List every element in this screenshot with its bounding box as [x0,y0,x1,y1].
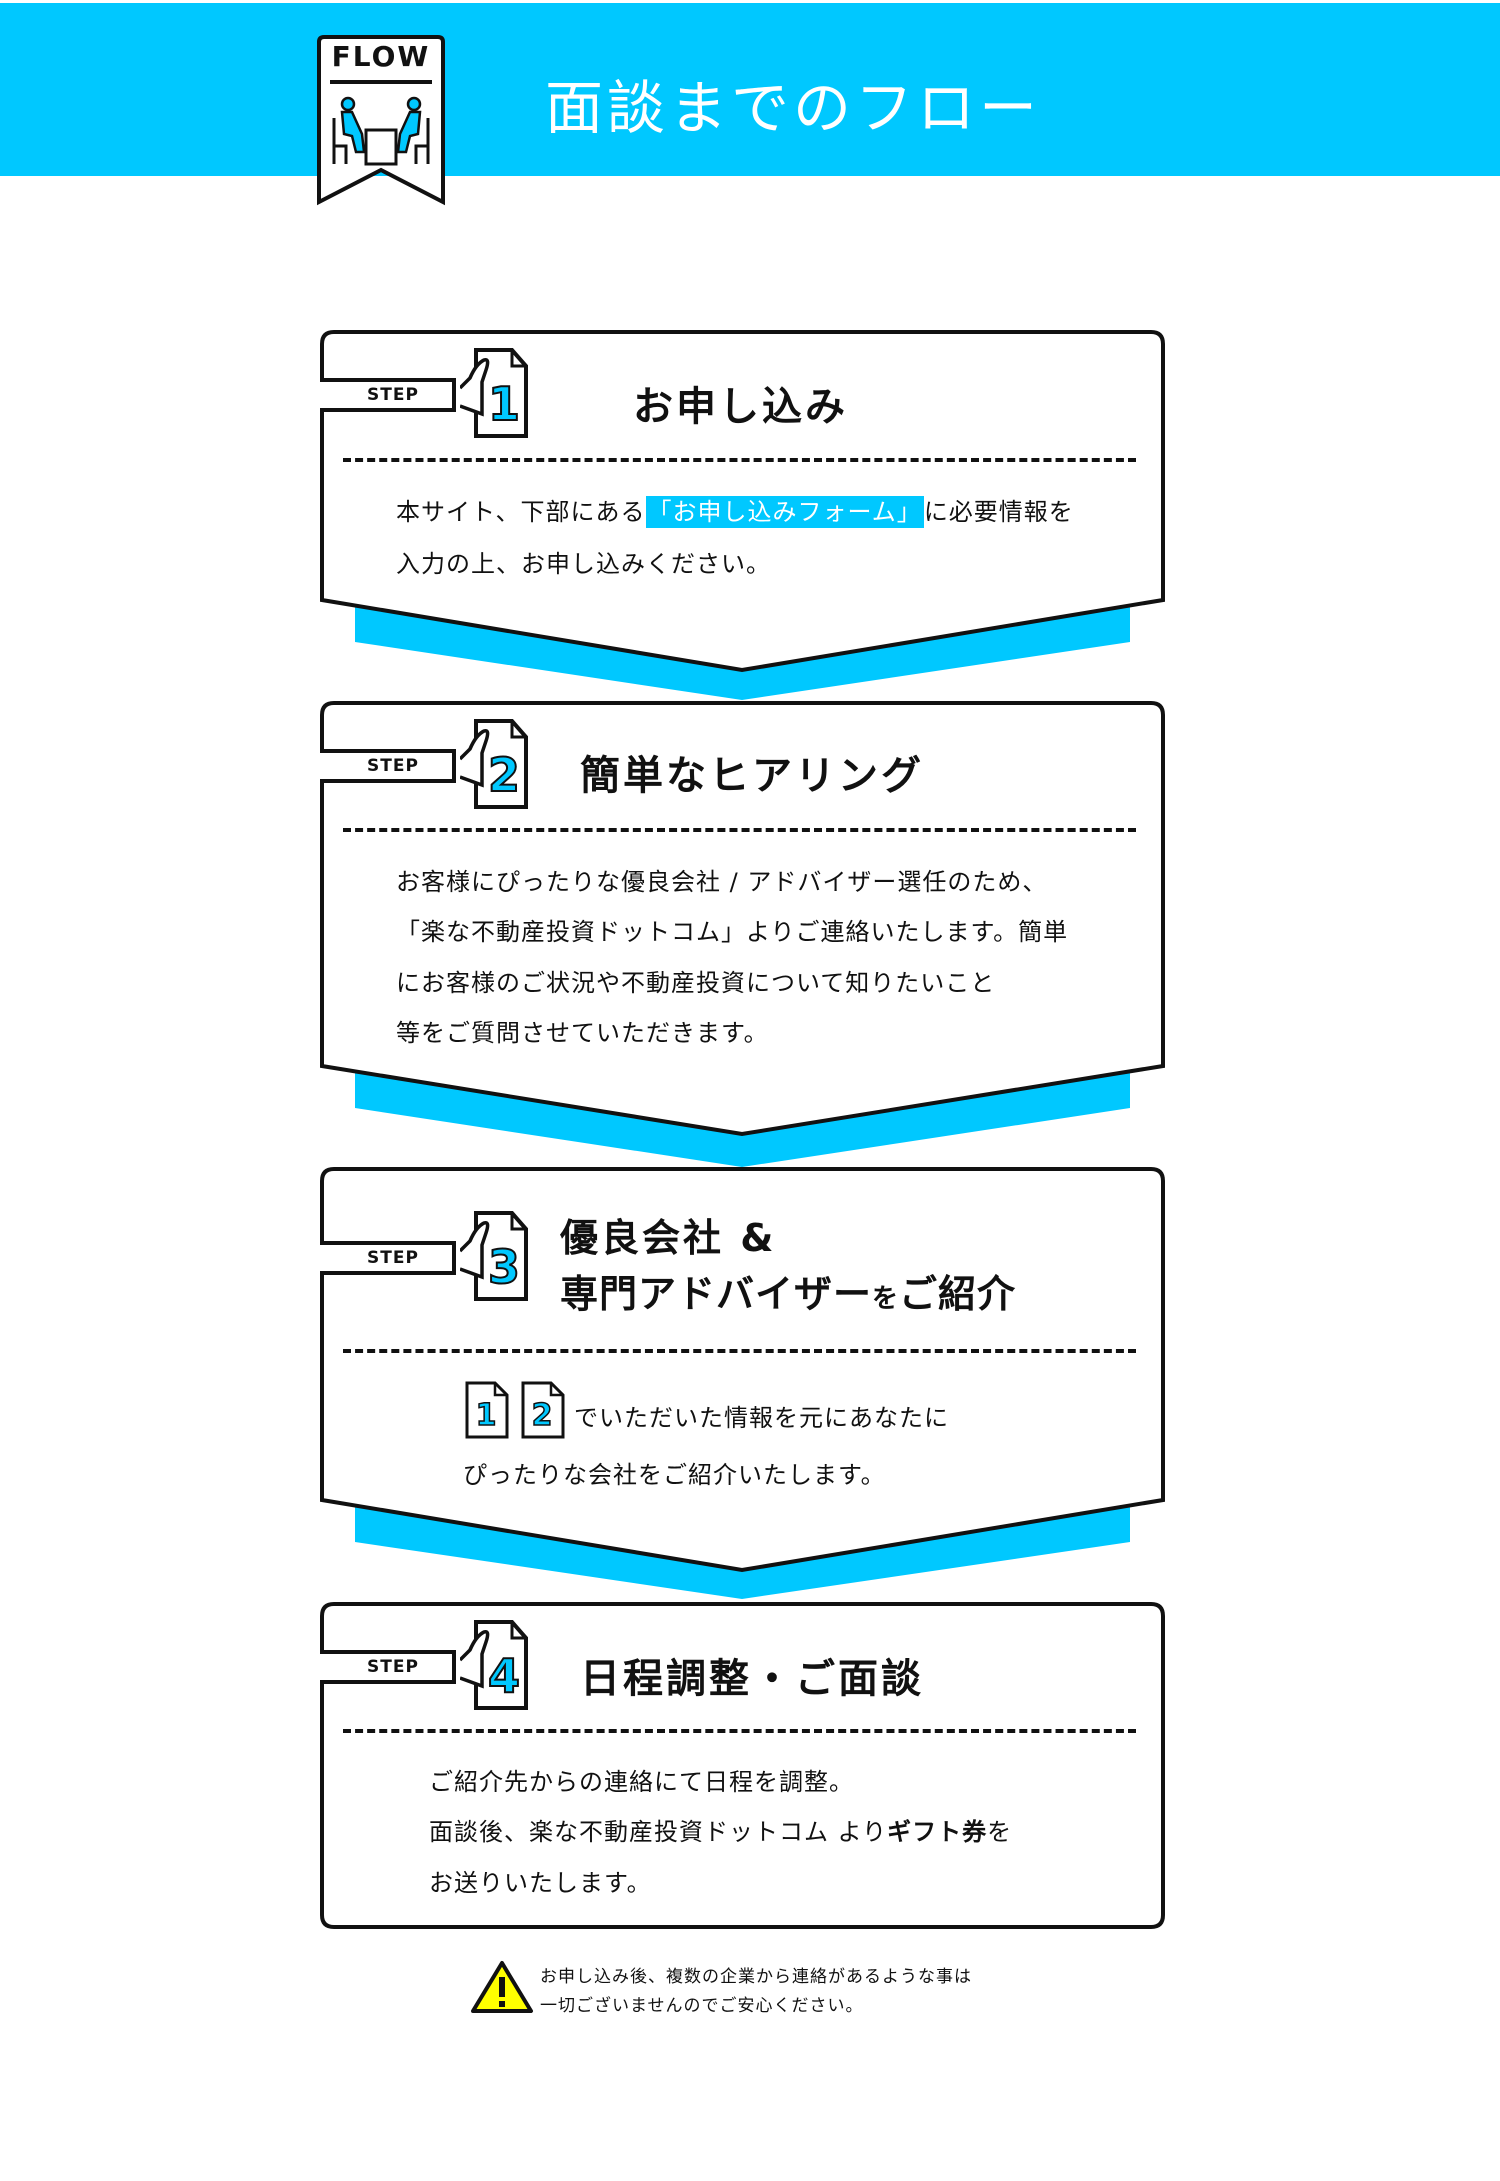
step-text: 本サイト、下部にある「お申し込みフォーム」に必要情報を [396,496,1074,528]
divider [343,1729,1136,1733]
step-2-document-icon: 2 [521,1381,565,1439]
step-1-document-icon: 1 [465,1381,509,1439]
step-text: にお客様のご状況や不動産投資について知りたいこと [396,969,996,997]
step-text: お送りいたします。 [429,1869,652,1897]
step-text: 面談後、楽な不動産投資ドットコム よりギフト券を [429,1818,1013,1846]
document-hand-icon: 2 [460,719,528,809]
page-title: 面談までのフロー [545,74,1042,142]
flow-badge-label: FLOW [331,40,431,73]
notice-text: お申し込み後、複数の企業から連絡があるような事は [540,1967,972,1987]
step-label: STEP [320,1650,456,1684]
notice-text: 一切ございませんのでご安心ください。 [540,1996,864,2016]
form-link[interactable]: 「お申し込みフォーム」 [645,496,924,528]
step-text: お客様にぴったりな優良会社 / アドバイザー選任のため、 [396,868,1048,896]
flow-badge: FLOW [316,34,446,208]
document-hand-icon: 3 [460,1211,528,1301]
divider [343,1349,1136,1353]
step-text: 入力の上、お申し込みください。 [396,550,771,578]
divider [343,458,1136,462]
svg-text:2: 2 [488,748,520,802]
meeting-icon [332,96,430,166]
svg-text:4: 4 [488,1649,520,1703]
step-title-line-1: 優良会社 & [560,1216,777,1260]
step-title: 簡単なヒアリング [580,753,924,799]
step-label: STEP [320,1241,456,1275]
step-title: 日程調整・ご面談 [580,1656,924,1702]
svg-text:3: 3 [488,1240,520,1294]
step-title: お申し込み [633,384,848,430]
step-text: ぴったりな会社をご紹介いたします。 [463,1461,886,1489]
step-label: STEP [320,378,456,412]
step-text: でいただいた情報を元にあなたに [574,1404,949,1432]
step-text: 等をご質問させていただきます。 [396,1019,769,1047]
svg-text:1: 1 [488,377,520,431]
warning-icon [471,1961,533,2013]
step-text: ご紹介先からの連絡にて日程を調整。 [429,1768,854,1796]
step-title-line-2: 専門アドバイザーをご紹介 [560,1272,1017,1316]
svg-text:1: 1 [476,1398,497,1433]
divider [343,828,1136,832]
step-text: 「楽な不動産投資ドットコム」よりご連絡いたします。簡単 [396,918,1069,946]
step-label: STEP [320,749,456,783]
svg-text:2: 2 [532,1398,553,1433]
document-hand-icon: 4 [460,1620,528,1710]
document-hand-icon: 1 [460,348,528,438]
header-banner: 面談までのフロー [0,3,1500,176]
